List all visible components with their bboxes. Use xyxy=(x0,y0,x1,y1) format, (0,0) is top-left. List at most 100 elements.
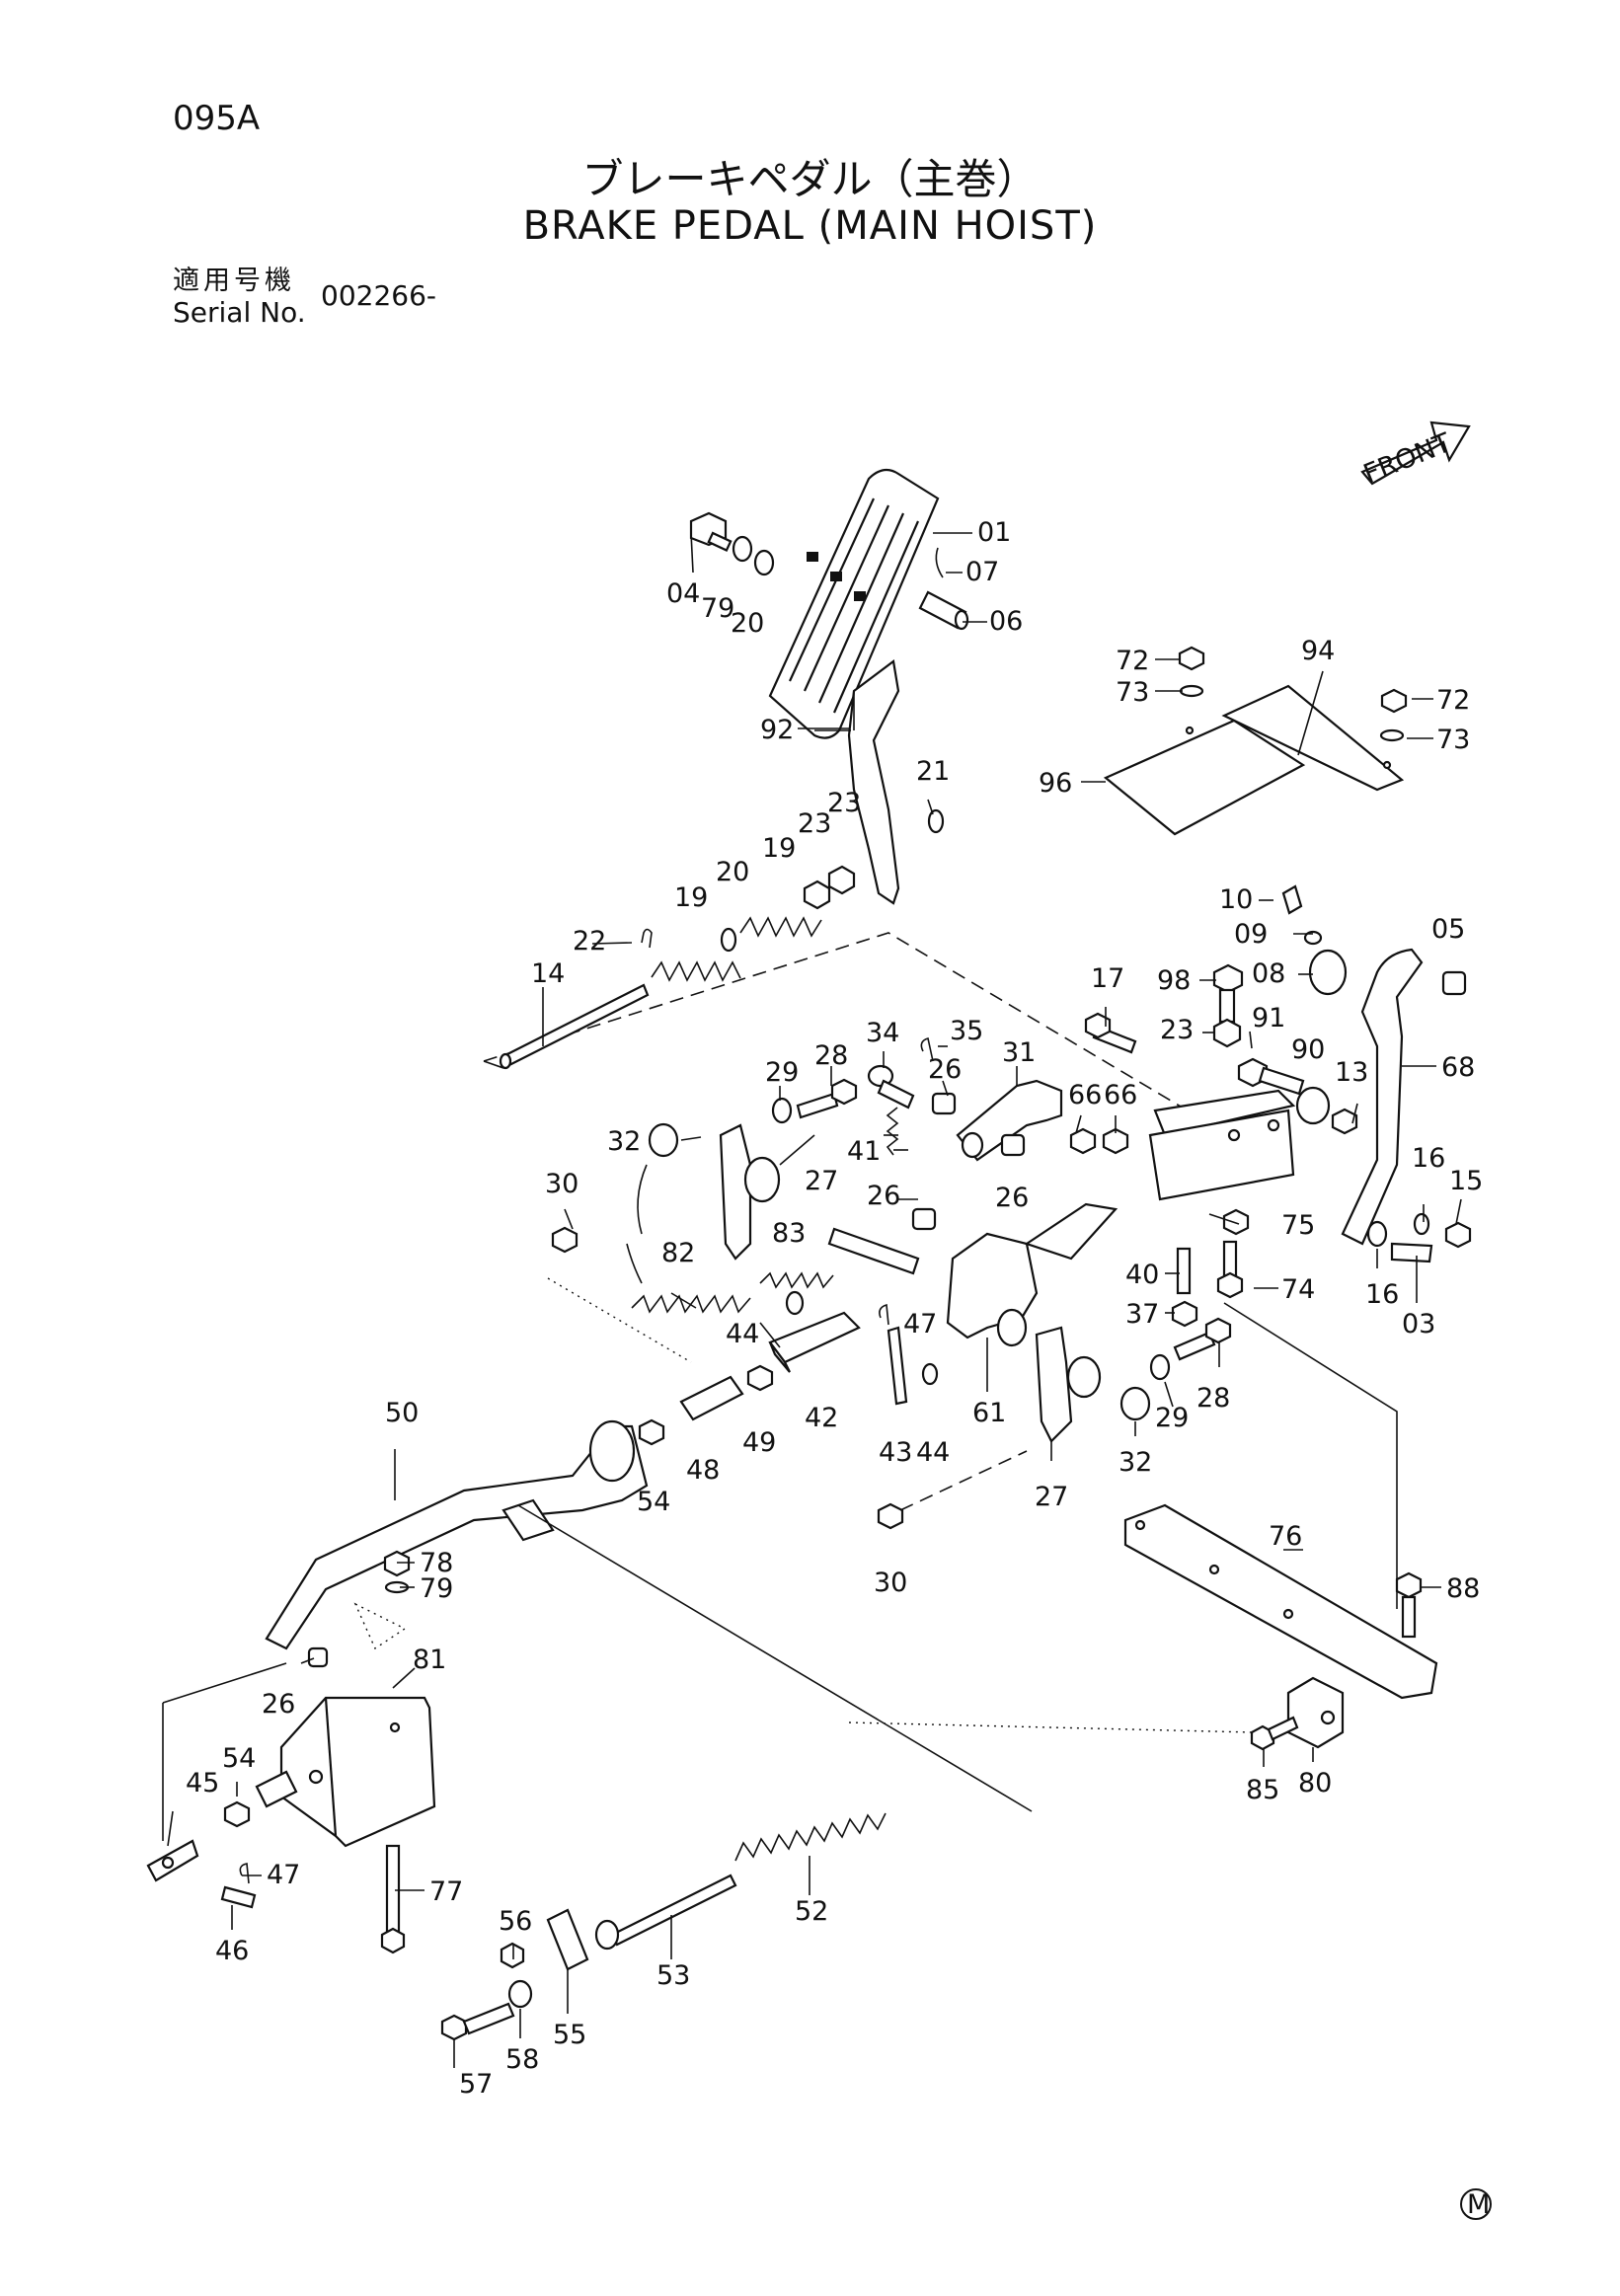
washer-icon xyxy=(927,808,945,834)
pedal-arm-icon xyxy=(265,1419,649,1650)
hidden-line xyxy=(848,1722,1255,1733)
callout-72b: 72 xyxy=(1436,685,1470,716)
callout-23b: 23 xyxy=(827,788,861,818)
callout-28b: 28 xyxy=(1196,1383,1230,1414)
callout-17: 17 xyxy=(1091,963,1124,994)
callout-27: 27 xyxy=(805,1166,838,1196)
hidden-line xyxy=(353,1602,407,1650)
adjust-rod-icon xyxy=(499,983,650,1070)
corner-mark: M xyxy=(1460,2188,1492,2220)
callout-30: 30 xyxy=(545,1169,579,1199)
bolt-icon xyxy=(440,2002,515,2041)
spring-icon xyxy=(734,1812,887,1862)
callout-94: 94 xyxy=(1301,636,1335,666)
callout-90: 90 xyxy=(1291,1034,1325,1065)
callout-66b: 66 xyxy=(1104,1080,1137,1110)
callout-81: 81 xyxy=(413,1645,446,1675)
bearing-bracket-icon xyxy=(719,1123,781,1261)
bolt-icon xyxy=(1084,1012,1137,1054)
nut-icon xyxy=(223,1800,251,1828)
spring-icon xyxy=(759,1271,834,1289)
hidden-line xyxy=(517,1504,1033,1812)
bolt-icon xyxy=(380,1844,406,1954)
hidden-line xyxy=(626,1243,643,1284)
nut-icon xyxy=(1222,1208,1250,1236)
hidden-line xyxy=(899,1450,1028,1511)
callout-26: 26 xyxy=(928,1054,962,1085)
callout-21: 21 xyxy=(916,756,950,787)
lever-icon xyxy=(956,1079,1063,1162)
callout-75: 75 xyxy=(1281,1210,1315,1241)
callout-03: 03 xyxy=(1402,1309,1435,1339)
pedal-pad-icon xyxy=(768,468,940,739)
shaft-frame-icon xyxy=(1148,1089,1296,1201)
washer-icon xyxy=(771,1097,793,1124)
callout-15: 15 xyxy=(1449,1166,1483,1196)
clevis-icon xyxy=(146,1839,199,1882)
cotter-pin-icon xyxy=(239,1863,250,1884)
bushing-icon xyxy=(307,1646,329,1668)
turnbuckle-icon xyxy=(679,1375,744,1421)
callout-76: 76 xyxy=(1269,1521,1302,1552)
callout-23c: 23 xyxy=(1160,1015,1194,1045)
nut-icon xyxy=(746,1364,774,1392)
spring-icon xyxy=(631,1294,751,1314)
callout-96: 96 xyxy=(1039,768,1072,799)
callout-14: 14 xyxy=(531,958,565,989)
washer-icon xyxy=(785,1290,805,1316)
bolt-icon xyxy=(1395,1571,1423,1639)
callout-41: 41 xyxy=(847,1136,881,1167)
bolt-icon xyxy=(1237,1057,1305,1096)
callout-07: 07 xyxy=(965,557,999,587)
callout-78: 78 xyxy=(420,1548,453,1578)
bolt-icon xyxy=(1173,1317,1232,1361)
callout-26b: 26 xyxy=(995,1183,1029,1213)
nut-icon xyxy=(877,1502,904,1530)
hidden-line xyxy=(637,1164,648,1235)
callout-labels: 01 03 04 05 06 07 08 09 10 13 14 15 16 1… xyxy=(186,517,1483,2100)
front-arrow-icon: FRONT xyxy=(1359,421,1471,490)
callout-50: 50 xyxy=(385,1398,419,1428)
callout-06: 06 xyxy=(989,606,1023,637)
callout-32: 32 xyxy=(607,1126,641,1157)
nut-icon xyxy=(1444,1221,1472,1249)
callout-29b: 29 xyxy=(1155,1403,1189,1433)
callout-72: 72 xyxy=(1116,646,1149,676)
callout-52: 52 xyxy=(795,1896,828,1927)
callout-05: 05 xyxy=(1431,914,1465,945)
callout-73b: 73 xyxy=(1436,725,1470,755)
callout-77: 77 xyxy=(429,1876,463,1907)
page-code: 095A xyxy=(173,99,261,138)
callout-04: 04 xyxy=(666,578,700,609)
stud-icon xyxy=(1176,1247,1192,1295)
callout-92: 92 xyxy=(760,715,794,745)
washer-icon xyxy=(1303,930,1323,946)
nut-icon xyxy=(1069,1127,1129,1155)
nut-icon xyxy=(638,1418,665,1446)
callout-44: 44 xyxy=(726,1319,759,1349)
callout-58: 58 xyxy=(505,2044,539,2075)
callout-31: 31 xyxy=(1002,1037,1036,1068)
title-japanese: ブレーキペダル（主巻） xyxy=(581,155,1039,203)
bearing-bracket-icon xyxy=(1035,1326,1102,1443)
callout-47b: 47 xyxy=(267,1860,300,1890)
callout-88: 88 xyxy=(1446,1573,1480,1604)
callout-23: 23 xyxy=(798,808,831,839)
front-label: FRONT xyxy=(1359,427,1456,490)
washer-icon xyxy=(1366,1220,1388,1248)
callout-79: 79 xyxy=(701,593,734,624)
serial-number: 002266- xyxy=(321,279,436,312)
callout-48: 48 xyxy=(686,1455,720,1486)
brake-cylinder-icon xyxy=(255,1696,436,1848)
block-icon xyxy=(1286,1676,1345,1749)
base-channel-icon xyxy=(1123,1503,1438,1700)
corner-mark-label: M xyxy=(1467,2189,1490,2220)
pedal-arm-icon xyxy=(847,659,900,905)
callout-22: 22 xyxy=(573,926,606,957)
callout-30b: 30 xyxy=(874,1568,907,1598)
callout-54b: 54 xyxy=(222,1743,256,1774)
callout-83: 83 xyxy=(772,1218,806,1249)
spring-icon xyxy=(886,1107,899,1156)
nut-icon xyxy=(383,1550,411,1577)
nut-icon xyxy=(1212,1018,1242,1048)
